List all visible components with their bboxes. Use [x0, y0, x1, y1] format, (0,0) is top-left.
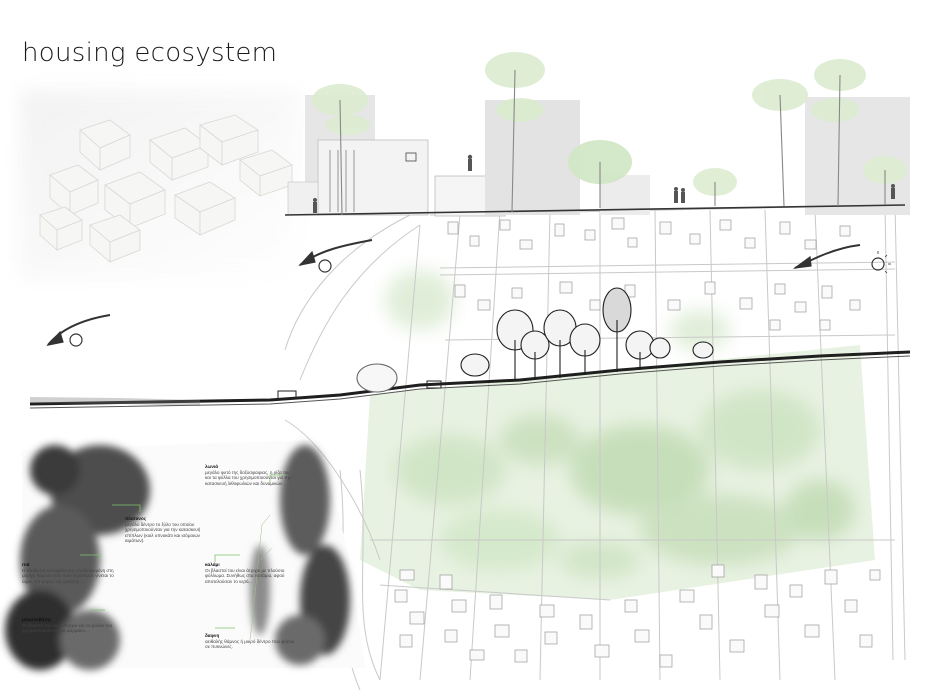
plant-description: μεγάλο φυτό της δοξοσφαιριας, η ρίζα του…: [205, 469, 292, 486]
plant-caption-itia: ιτιά Η κλαδευτή καταφρόνηση υποδιαιρεμέν…: [22, 562, 114, 584]
climate-symbols: [46, 239, 891, 347]
vegetation-collage: [5, 440, 365, 670]
section-terrain: [29, 350, 911, 409]
plant-name: πλατανος: [125, 516, 147, 521]
massing-model: [20, 90, 300, 280]
plant-description: Η κλαδευτή καταφρόνηση υποδιαιρεμένη στη…: [22, 567, 114, 584]
plant-name: καλάμι: [205, 562, 220, 567]
plant-name: ιτιά: [22, 562, 30, 567]
plant-name: δαφνη: [205, 633, 220, 638]
plant-caption-lonia: λωνιά μεγάλο φυτό της δοξοσφαιριας, η ρί…: [205, 464, 293, 486]
street-elevation: [284, 52, 910, 217]
plant-name: μουσλοβήτης: [22, 617, 52, 622]
plant-description: αειθαλής θάμνος ή μικρό δέντρο που φύετα…: [205, 638, 295, 650]
plant-description: Οι βλαστοί του είναι άτριχοι με πλούσιο …: [205, 567, 285, 584]
plant-description: Οι βλαστοί του είναι άτριχοι και τα φύλλ…: [22, 622, 113, 634]
house-plots-south: [394, 564, 881, 668]
road-network: [284, 204, 906, 691]
house-plots-north: [447, 217, 861, 331]
plant-name: λωνιά: [205, 464, 219, 469]
plant-description: μεγάλο δέντρο το ξύλο του οποίου χρησιμο…: [125, 521, 201, 544]
page-title: housing ecosystem: [22, 38, 278, 68]
plant-caption-kalami: καλάμι Οι βλαστοί του είναι άτριχοι με π…: [205, 562, 293, 584]
plant-caption-mouslovitis: μουσλοβήτης Οι βλαστοί του είναι άτριχοι…: [22, 617, 114, 634]
plant-caption-platanos: πλατανος μεγάλο δέντρο το ξύλο του οποίο…: [125, 516, 203, 544]
section-trees: [356, 287, 714, 393]
plant-caption-dafni: δαφνη αειθαλής θάμνος ή μικρό δέντρο που…: [205, 633, 300, 650]
